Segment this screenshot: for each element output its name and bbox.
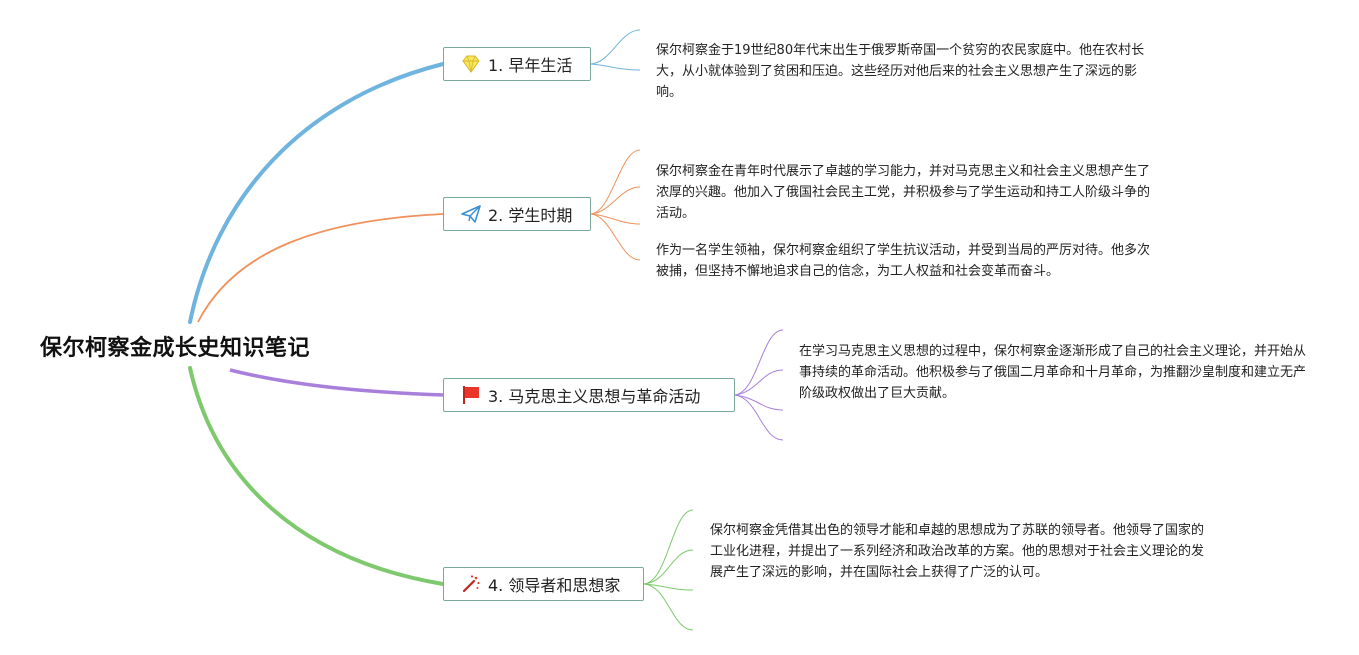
note-student-period-1: 保尔柯察金在青年时代展示了卓越的学习能力，并对马克思主义和社会主义思想产生了浓厚…: [656, 164, 1151, 221]
branch-label: 2. 学生时期: [488, 206, 573, 225]
connector-branch-1: [188, 62, 445, 324]
note-student-period-2: 作为一名学生领袖，保尔柯察金组织了学生抗议活动，并受到当局的严厉对待。他多次被捕…: [656, 243, 1151, 279]
note-early-life: 保尔柯察金于19世纪80年代末出生于俄罗斯帝国一个贫穷的农民家庭中。他在农村长大…: [656, 43, 1145, 100]
red-flag-icon: [460, 384, 482, 406]
note-marxism-revolution: 在学习马克思主义思想的过程中，保尔柯察金逐渐形成了自己的社会主义理论，并开始从事…: [799, 344, 1307, 401]
branch-leader-thinker[interactable]: 4. 领导者和思想家: [443, 567, 644, 601]
connector-branch-2: [197, 213, 444, 323]
connector-branch-4: [188, 366, 445, 586]
connector-branch-3: [229, 368, 444, 397]
branch-marxism-revolution[interactable]: 3. 马克思主义思想与革命活动: [443, 378, 735, 412]
paper-plane-icon: [460, 203, 482, 225]
mindmap-root-title[interactable]: 保尔柯察金成长史知识笔记: [40, 336, 311, 361]
magic-wand-icon: [460, 573, 482, 595]
diamond-icon: [460, 53, 482, 75]
branch-label: 4. 领导者和思想家: [488, 576, 621, 595]
branch-early-life[interactable]: 1. 早年生活: [443, 47, 591, 81]
branch-label: 3. 马克思主义思想与革命活动: [488, 387, 701, 406]
branch-student-period[interactable]: 2. 学生时期: [443, 197, 591, 231]
branch-label: 1. 早年生活: [488, 56, 573, 75]
note-leader-thinker: 保尔柯察金凭借其出色的领导才能和卓越的思想成为了苏联的领导者。他领导了国家的工业…: [710, 523, 1205, 580]
